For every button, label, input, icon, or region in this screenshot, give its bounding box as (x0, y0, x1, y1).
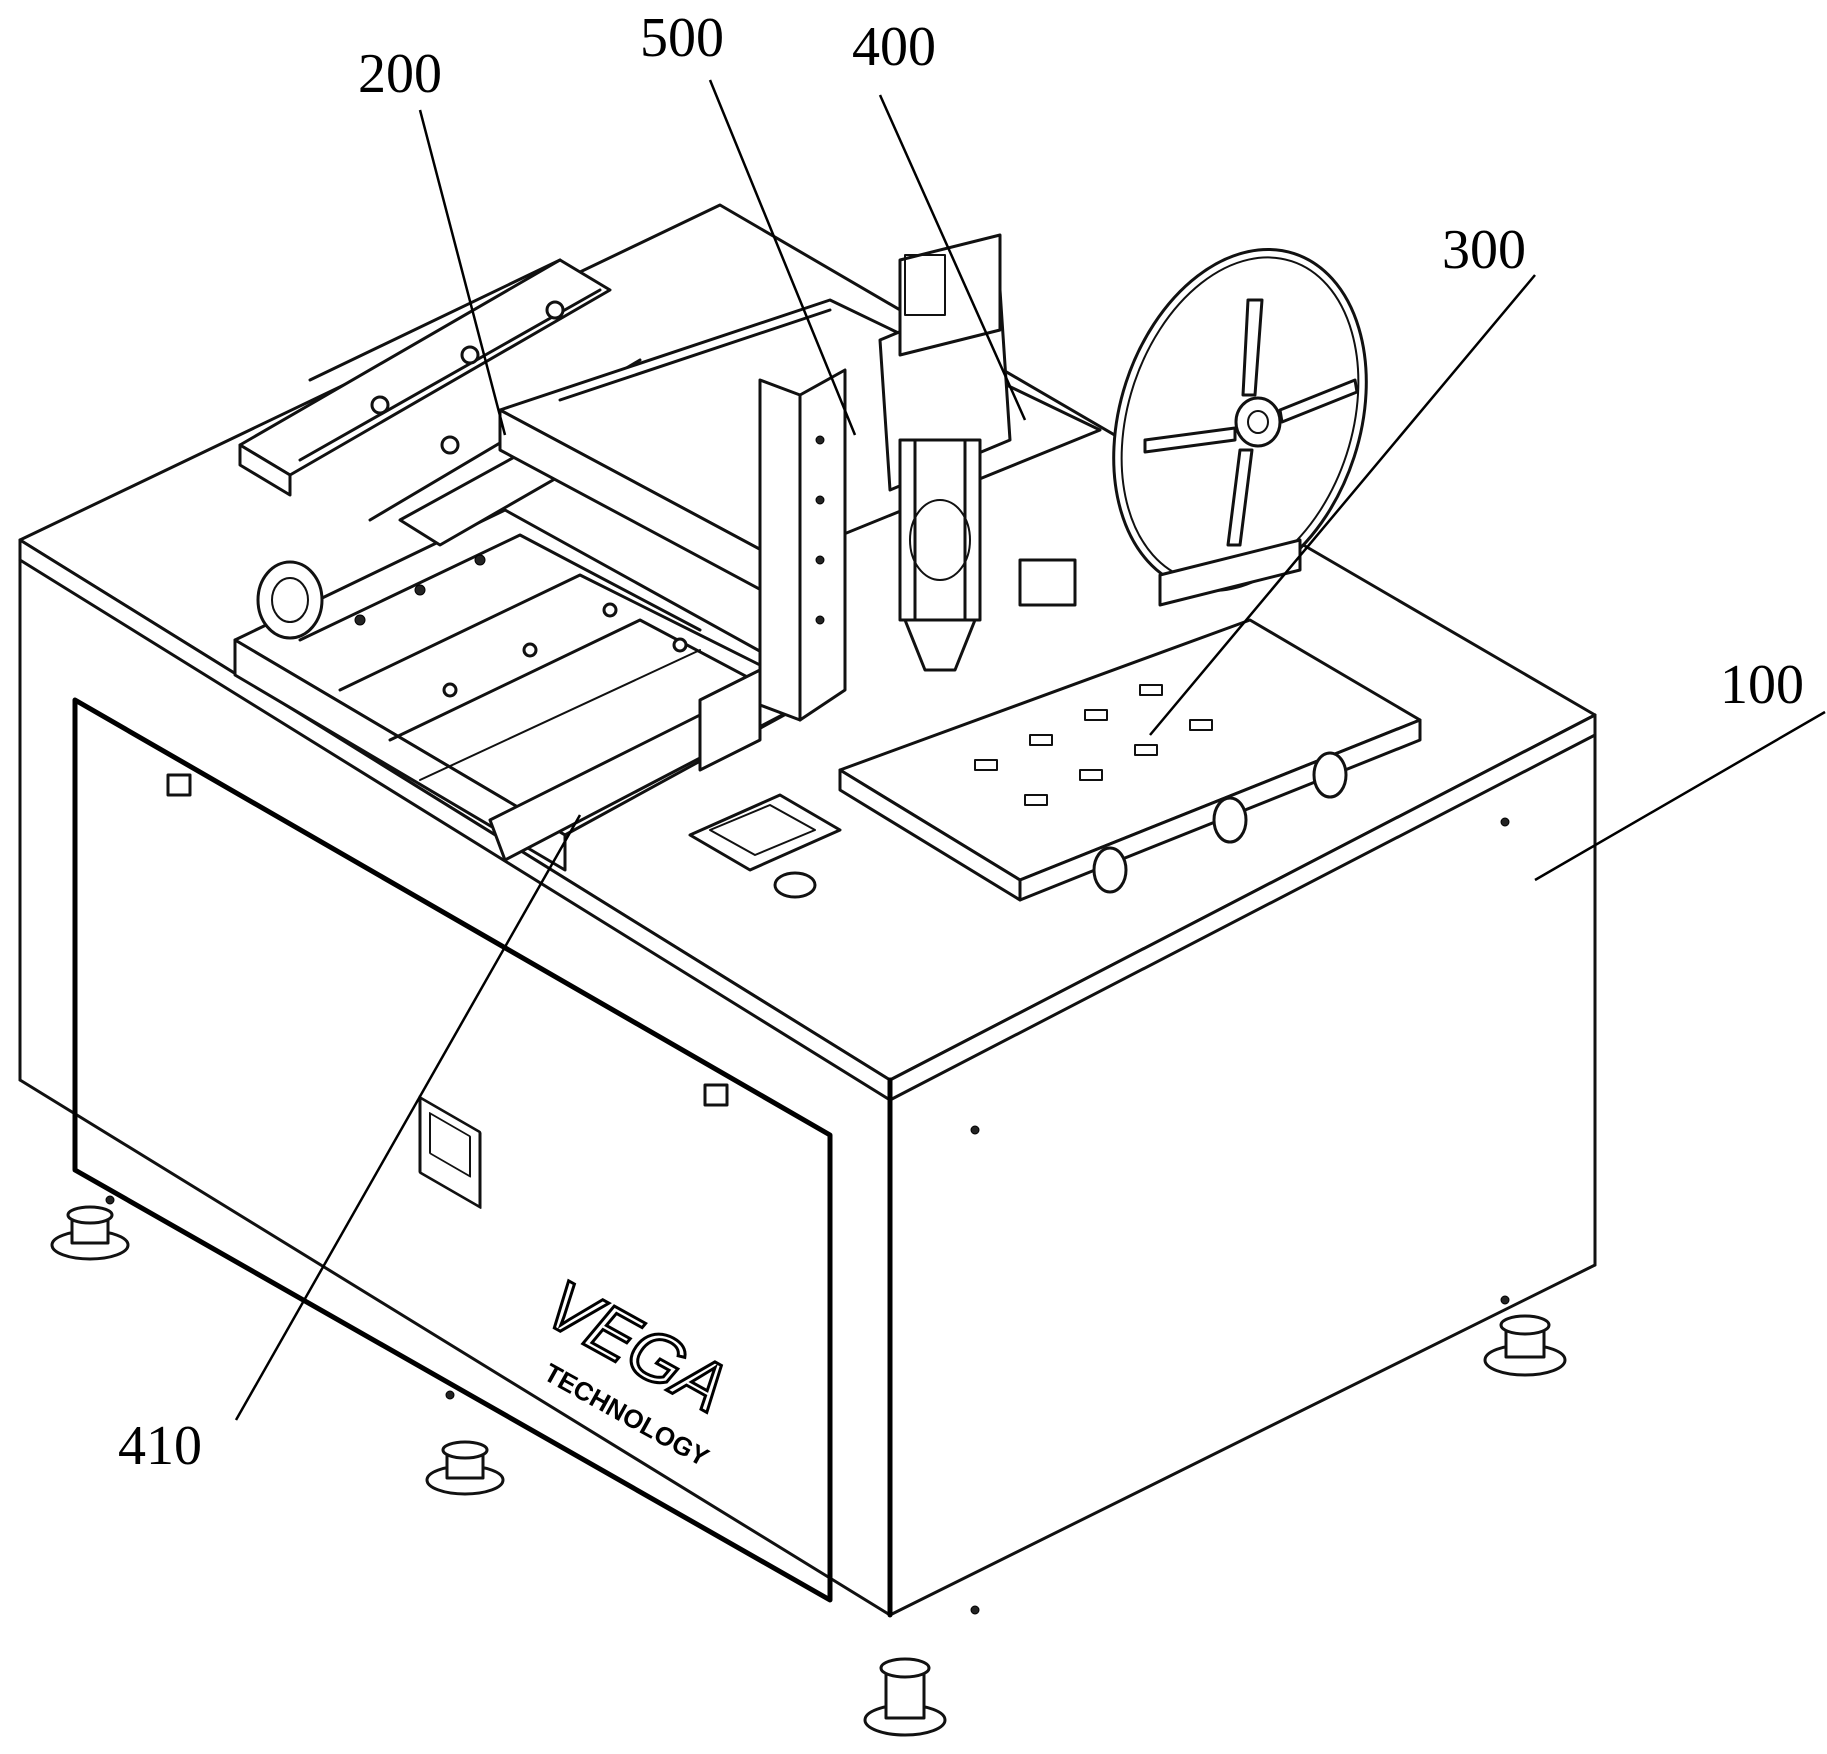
leader-400 (878, 94, 1027, 421)
leader-500 (708, 79, 857, 436)
leader-lines (234, 79, 1826, 1421)
leader-100 (1534, 710, 1826, 882)
part-label-100: 100 (1720, 654, 1804, 716)
placement-module (498, 233, 1102, 772)
control-panel (418, 1095, 482, 1209)
leader-200 (418, 109, 507, 436)
indicator-light (703, 1083, 729, 1107)
reel-hub (1234, 396, 1282, 448)
head-barrel (898, 438, 982, 622)
motor (256, 560, 324, 640)
leader-410 (234, 814, 582, 1421)
part-label-410: 410 (118, 1415, 202, 1477)
part-label-200: 200 (358, 43, 442, 105)
leveling-feet (50, 1205, 1567, 1737)
indicator-light (166, 773, 192, 797)
part-label-400: 400 (852, 16, 936, 78)
feeding-mechanism (233, 258, 832, 872)
gantry-column (798, 368, 847, 722)
part-label-500: 500 (640, 7, 724, 69)
part-label-300: 300 (1442, 219, 1526, 281)
leader-300 (1149, 274, 1536, 736)
cabinet-door-panel (72, 697, 833, 1603)
tray-module (838, 247, 1422, 902)
pcb-holder (688, 793, 842, 899)
